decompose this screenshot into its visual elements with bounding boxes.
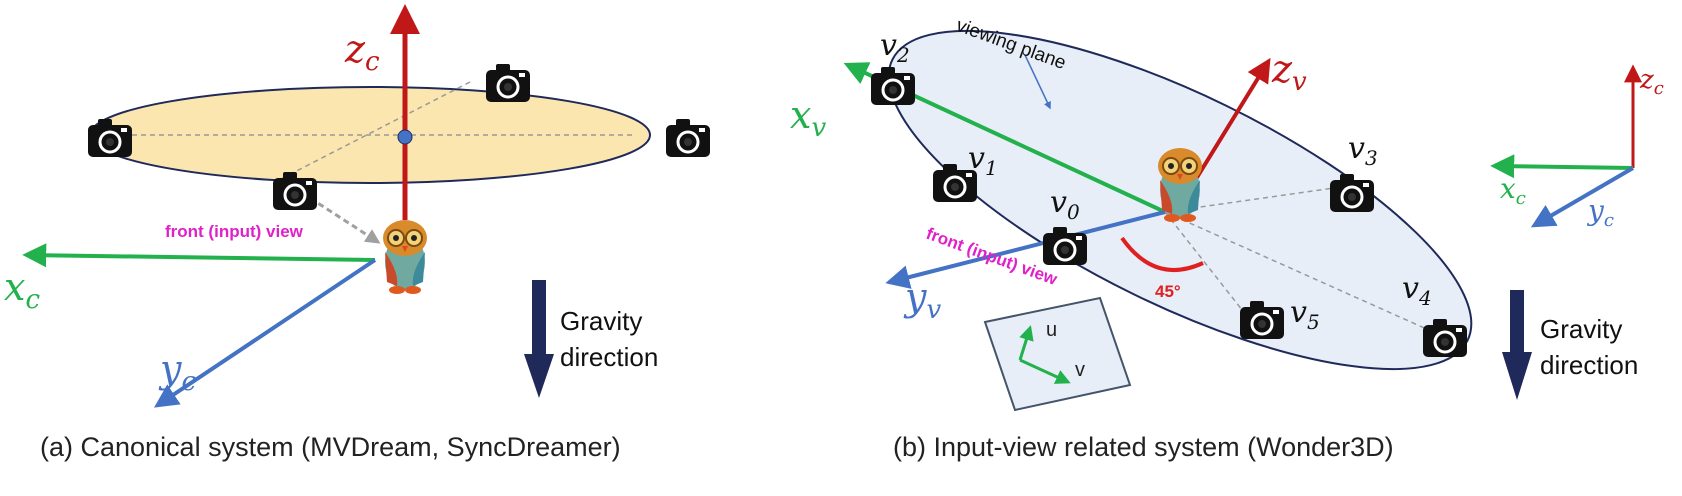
gravity-arrow-shaft-a	[532, 280, 546, 356]
svg-text:u: u	[1046, 319, 1057, 341]
front-view-dash	[309, 196, 381, 244]
origin-dot-a	[397, 129, 413, 145]
front-view-label-a: front (input) view	[165, 222, 304, 241]
panel-a: zc xc yc front (input) view Gravity dire…	[4, 4, 712, 462]
mini-z-label: zc	[1639, 65, 1664, 99]
panel-b: u v zv xv yv viewing plane front (input)…	[790, 15, 1638, 462]
y-axis-a	[154, 258, 377, 408]
gravity-label-a-line2: direction	[560, 342, 658, 372]
mini-x-label: xc	[1500, 172, 1526, 209]
y-axis-b	[885, 210, 1166, 289]
owl-object	[382, 219, 428, 295]
view-label-v5: v5	[1290, 295, 1320, 334]
gravity-label-b-line2: direction	[1540, 350, 1638, 380]
z-axis-label-b: zv	[1271, 47, 1307, 97]
x-axis-label-a: xc	[4, 265, 40, 315]
image-plane: u v	[983, 296, 1132, 412]
svg-text:v: v	[1075, 359, 1085, 381]
mini-axes: zc xc yc	[1490, 64, 1664, 231]
camera-icon	[484, 62, 532, 104]
gravity-arrow-head-b	[1502, 352, 1532, 400]
view-label-v3: v3	[1348, 131, 1378, 170]
z-axis-label-a: zc	[344, 27, 380, 77]
caption-b: (b) Input-view related system (Wonder3D)	[893, 432, 1394, 462]
viewing-plane-pointer	[1024, 54, 1051, 110]
gravity-label-a-line1: Gravity	[560, 306, 642, 336]
angle-label: 45°	[1155, 282, 1181, 301]
view-label-v1: v1	[968, 141, 998, 180]
owl-object	[1157, 147, 1203, 223]
radial-line	[1164, 211, 1251, 321]
y-axis-label-a: yc	[158, 347, 196, 397]
mini-y-label: yc	[1586, 194, 1614, 231]
caption-a: (a) Canonical system (MVDream, SyncDream…	[40, 432, 621, 462]
x-axis-a	[22, 243, 376, 268]
y-axis-label-b: yv	[903, 275, 941, 325]
mini-y-axis	[1530, 166, 1635, 228]
gravity-arrow-head-a	[524, 354, 554, 398]
gravity-arrow-shaft-b	[1510, 290, 1524, 354]
camera-icon	[664, 117, 712, 159]
view-label-v0: v0	[1050, 185, 1080, 224]
angle-arc	[1120, 236, 1204, 272]
view-label-v4: v4	[1402, 271, 1432, 310]
view-label-v2: v2	[880, 28, 910, 67]
orbit-diagonal-line-1	[274, 81, 471, 183]
x-axis-label-b: xv	[790, 93, 826, 143]
gravity-label-b-line1: Gravity	[1540, 314, 1622, 344]
mini-x-axis	[1490, 154, 1634, 179]
